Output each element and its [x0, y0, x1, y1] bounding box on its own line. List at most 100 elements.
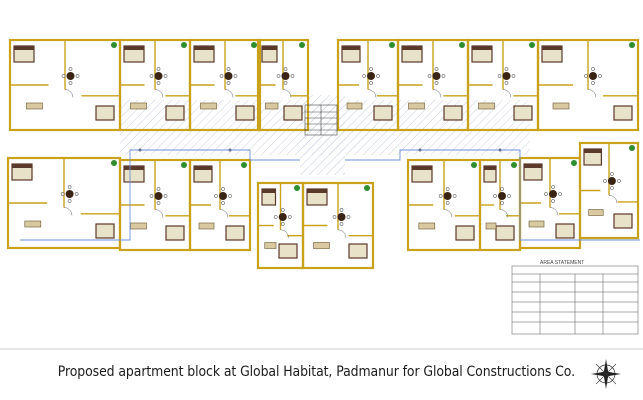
chair [551, 199, 555, 203]
chair [74, 192, 79, 196]
chair [617, 179, 621, 183]
chair [276, 74, 281, 78]
dining-table [502, 72, 511, 80]
plant [251, 42, 257, 48]
door-swing [154, 89, 164, 98]
door-swing [587, 89, 597, 98]
sofa [200, 102, 217, 110]
sofa [346, 102, 363, 110]
chair [376, 74, 380, 78]
chair [610, 172, 614, 176]
sofa [485, 222, 497, 230]
chair [500, 187, 504, 191]
sofa [408, 102, 425, 110]
chair [369, 67, 373, 71]
chair [68, 67, 73, 71]
dining-table [224, 72, 233, 80]
bed [455, 225, 475, 241]
chair [214, 194, 218, 198]
bed-headboard [472, 46, 492, 50]
chair [156, 67, 161, 71]
door-swing [154, 209, 164, 218]
chair [434, 81, 439, 85]
chair [226, 81, 231, 85]
sofa [418, 222, 436, 230]
sofa [198, 222, 215, 230]
sofa [552, 102, 570, 110]
bed [95, 223, 115, 239]
chair [332, 215, 337, 219]
door-swing [337, 229, 347, 238]
chair [369, 81, 373, 85]
bed [283, 105, 303, 121]
bed-headboard [584, 149, 602, 153]
drawing-title: Proposed apartment block at Global Habit… [57, 364, 576, 380]
chair [67, 185, 72, 189]
chair [591, 81, 595, 85]
dining-table [432, 72, 441, 80]
bed [555, 223, 575, 239]
furniture-layer [11, 42, 635, 259]
plant [181, 42, 187, 48]
chair [362, 74, 366, 78]
chair [497, 74, 502, 78]
chair [339, 208, 344, 212]
plant [111, 42, 117, 48]
dining-table [281, 72, 290, 80]
dining-table [367, 72, 375, 80]
plant [111, 160, 117, 166]
chair [598, 74, 602, 78]
dining-table [66, 72, 75, 80]
door-swing [499, 209, 509, 218]
dining-table [154, 72, 163, 80]
chair [441, 74, 446, 78]
dining-table [278, 213, 287, 221]
chair [156, 201, 161, 205]
door-swing [608, 195, 618, 204]
dining-table [154, 192, 163, 200]
chair [434, 67, 439, 71]
plant [459, 42, 465, 48]
dining-table [589, 72, 597, 80]
bed-headboard [194, 46, 214, 50]
chair [511, 74, 516, 78]
bed-headboard [412, 166, 432, 170]
sofa [265, 102, 279, 110]
door-swing [549, 207, 559, 216]
bed-headboard [402, 46, 422, 50]
chair [493, 194, 497, 198]
sofa [24, 220, 42, 228]
bed [495, 225, 515, 241]
chair [591, 67, 595, 71]
door-swing [443, 209, 453, 218]
chair [226, 67, 231, 71]
chair [544, 192, 548, 196]
chair [507, 194, 511, 198]
sofa [264, 242, 277, 249]
sofa [313, 242, 330, 249]
plant [389, 42, 395, 48]
north-arrow-icon [591, 359, 621, 389]
bed-headboard [262, 189, 276, 193]
chair [280, 208, 285, 212]
door-swing [224, 89, 234, 98]
chair [445, 201, 450, 205]
chair [219, 74, 224, 78]
bed-headboard [262, 46, 277, 50]
dining-table [65, 190, 74, 198]
chair [75, 74, 80, 78]
dining-table [443, 192, 452, 200]
plant [241, 162, 247, 168]
sofa [130, 102, 147, 110]
bed [165, 105, 185, 121]
chair [438, 194, 443, 198]
chair [61, 74, 66, 78]
bed-headboard [484, 166, 496, 170]
apartment-units [6, 38, 640, 270]
plant [629, 42, 635, 48]
chair [156, 81, 161, 85]
chair [68, 81, 73, 85]
chair [500, 201, 504, 205]
bed-headboard [542, 46, 562, 50]
chair [163, 74, 168, 78]
